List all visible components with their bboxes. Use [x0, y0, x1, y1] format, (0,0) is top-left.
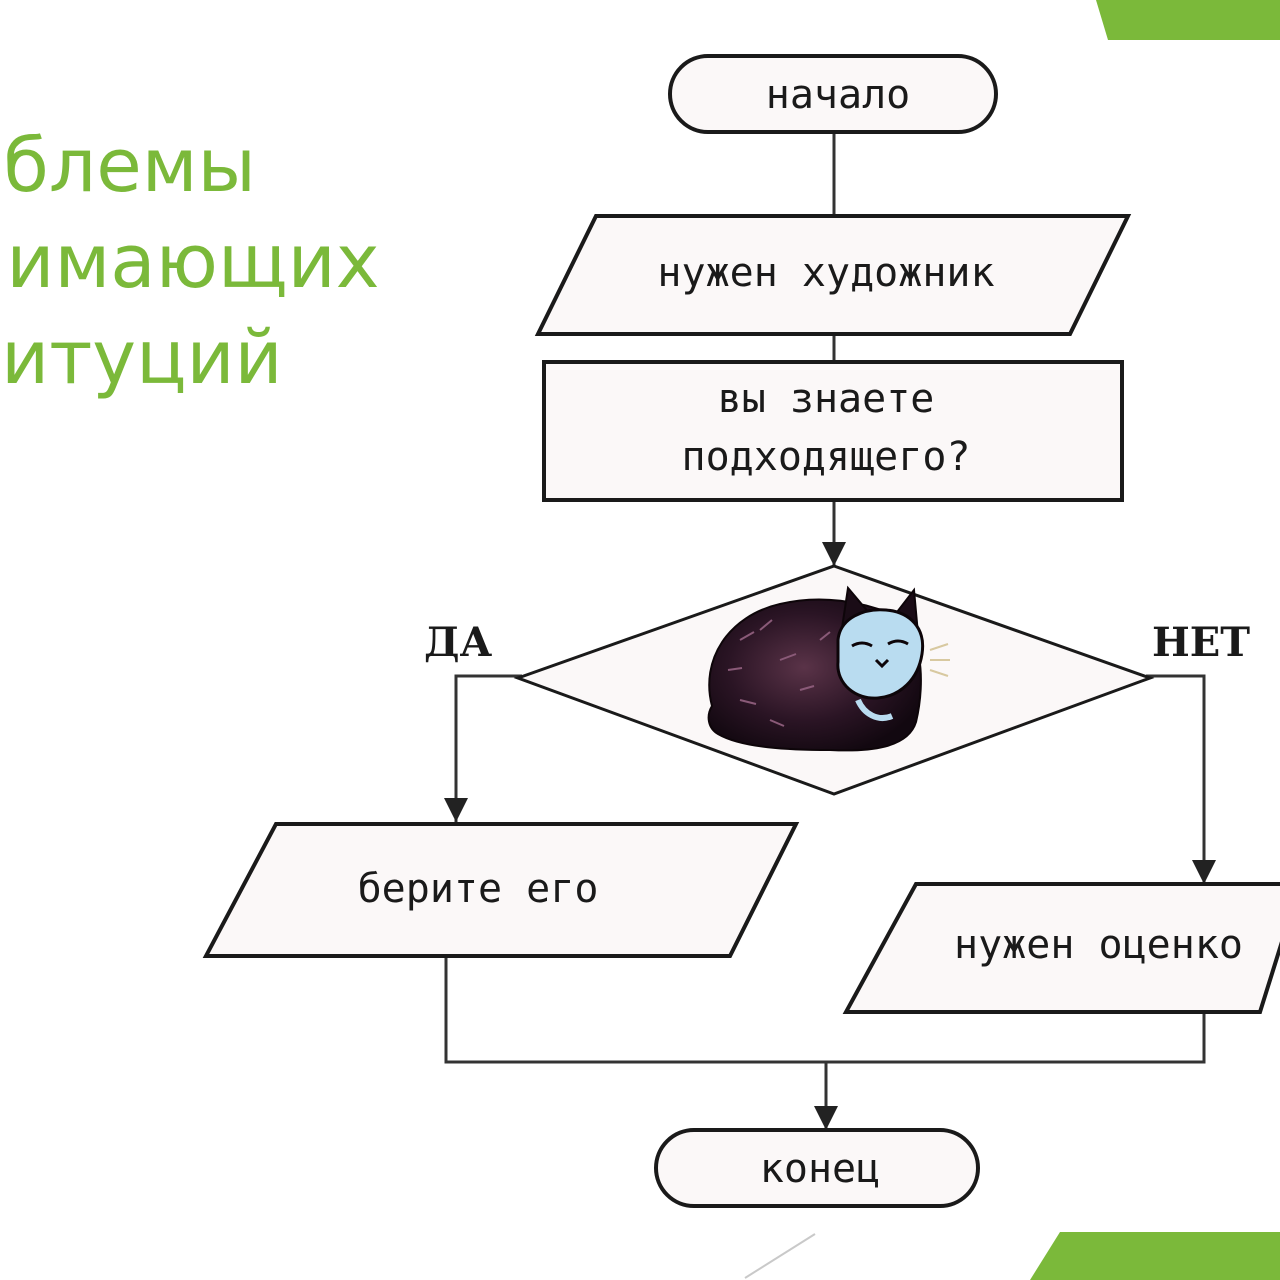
- no-output-node: нужен оценко: [842, 882, 1280, 1014]
- process-node: вы знаете подходящего?: [542, 360, 1124, 502]
- start-node: начало: [668, 54, 998, 134]
- title-line-3: титуций: [0, 315, 283, 401]
- connector-no-branch: [1146, 674, 1216, 884]
- end-node: конец: [654, 1128, 980, 1208]
- yes-branch-label: ДА: [424, 619, 493, 666]
- end-label: конец: [760, 1146, 880, 1192]
- connector-yes-branch: [444, 674, 522, 822]
- no-output-label: нужен оценко: [954, 922, 1243, 968]
- slide-title: облемы нимающих титуций: [0, 118, 380, 406]
- cat-fur-texture: [727, 619, 831, 727]
- cat-face: [836, 608, 925, 700]
- process-label-line-1: вы знаете: [718, 376, 935, 422]
- start-label: начало: [766, 72, 911, 118]
- cat-whiskers: [929, 643, 950, 677]
- process-label-line-2: подходящего?: [682, 434, 971, 480]
- input-label: нужен художник: [657, 250, 994, 296]
- decorative-line: [744, 1233, 816, 1279]
- cat-paw: [855, 698, 894, 721]
- title-line-2: нимающих: [0, 219, 380, 305]
- corner-accent-bottom: [1030, 1232, 1280, 1280]
- cat-illustration: [707, 585, 950, 752]
- corner-accent-top: [1096, 0, 1280, 40]
- cat-nose: [874, 658, 890, 669]
- input-node: нужен художник: [534, 214, 1132, 336]
- yes-output-node: берите его: [202, 822, 800, 958]
- yes-output-label: берите его: [358, 866, 599, 912]
- title-line-1: облемы: [0, 123, 256, 209]
- no-branch-label: НЕТ: [1152, 619, 1250, 666]
- cat-eyes: [851, 639, 909, 648]
